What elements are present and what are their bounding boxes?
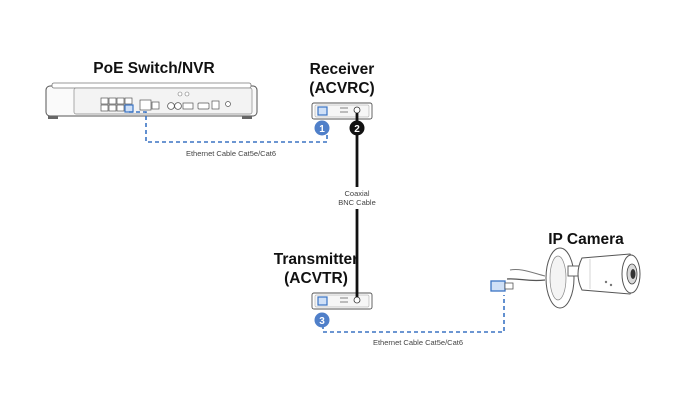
transmitter-ethernet-port <box>317 296 328 306</box>
transmitter-title-line1: Transmitter <box>273 251 359 268</box>
step-2-badge: 2 <box>349 120 365 136</box>
top-ethernet-cable <box>129 111 328 143</box>
step-2-label: 2 <box>354 124 360 135</box>
receiver-title-line1: Receiver <box>309 61 375 78</box>
transmitter-title: Transmitter (ACVTR) <box>256 250 376 288</box>
transmitter-title-line2: (ACVTR) <box>284 270 348 287</box>
nvr-title: PoE Switch/NVR <box>93 60 215 77</box>
receiver-title: Receiver (ACVRC) <box>292 60 392 98</box>
receiver-ethernet-port <box>317 106 328 116</box>
bottom-ethernet-cable-label: Ethernet Cable Cat5e/Cat6 <box>372 338 464 347</box>
top-ethernet-cable-label: Ethernet Cable Cat5e/Cat6 <box>185 149 277 158</box>
coax-cable-label-line1: Coaxial <box>344 189 370 198</box>
receiver-device <box>311 102 373 120</box>
ip-camera-title: IP Camera <box>548 231 624 248</box>
nvr-device <box>45 82 258 119</box>
ip-camera <box>490 247 641 309</box>
step-1-badge: 1 <box>314 120 330 136</box>
coax-cable-label-line2: BNC Cable <box>338 198 376 207</box>
nvr-poe-port-highlight <box>124 104 134 113</box>
transmitter-device <box>311 292 373 310</box>
camera-ethernet-connector <box>490 280 506 292</box>
step-3-badge: 3 <box>314 312 330 328</box>
step-3-label: 3 <box>319 316 325 327</box>
receiver-title-line2: (ACVRC) <box>309 80 375 97</box>
coax-cable-label: Coaxial BNC Cable <box>326 189 388 207</box>
step-1-label: 1 <box>319 124 325 135</box>
